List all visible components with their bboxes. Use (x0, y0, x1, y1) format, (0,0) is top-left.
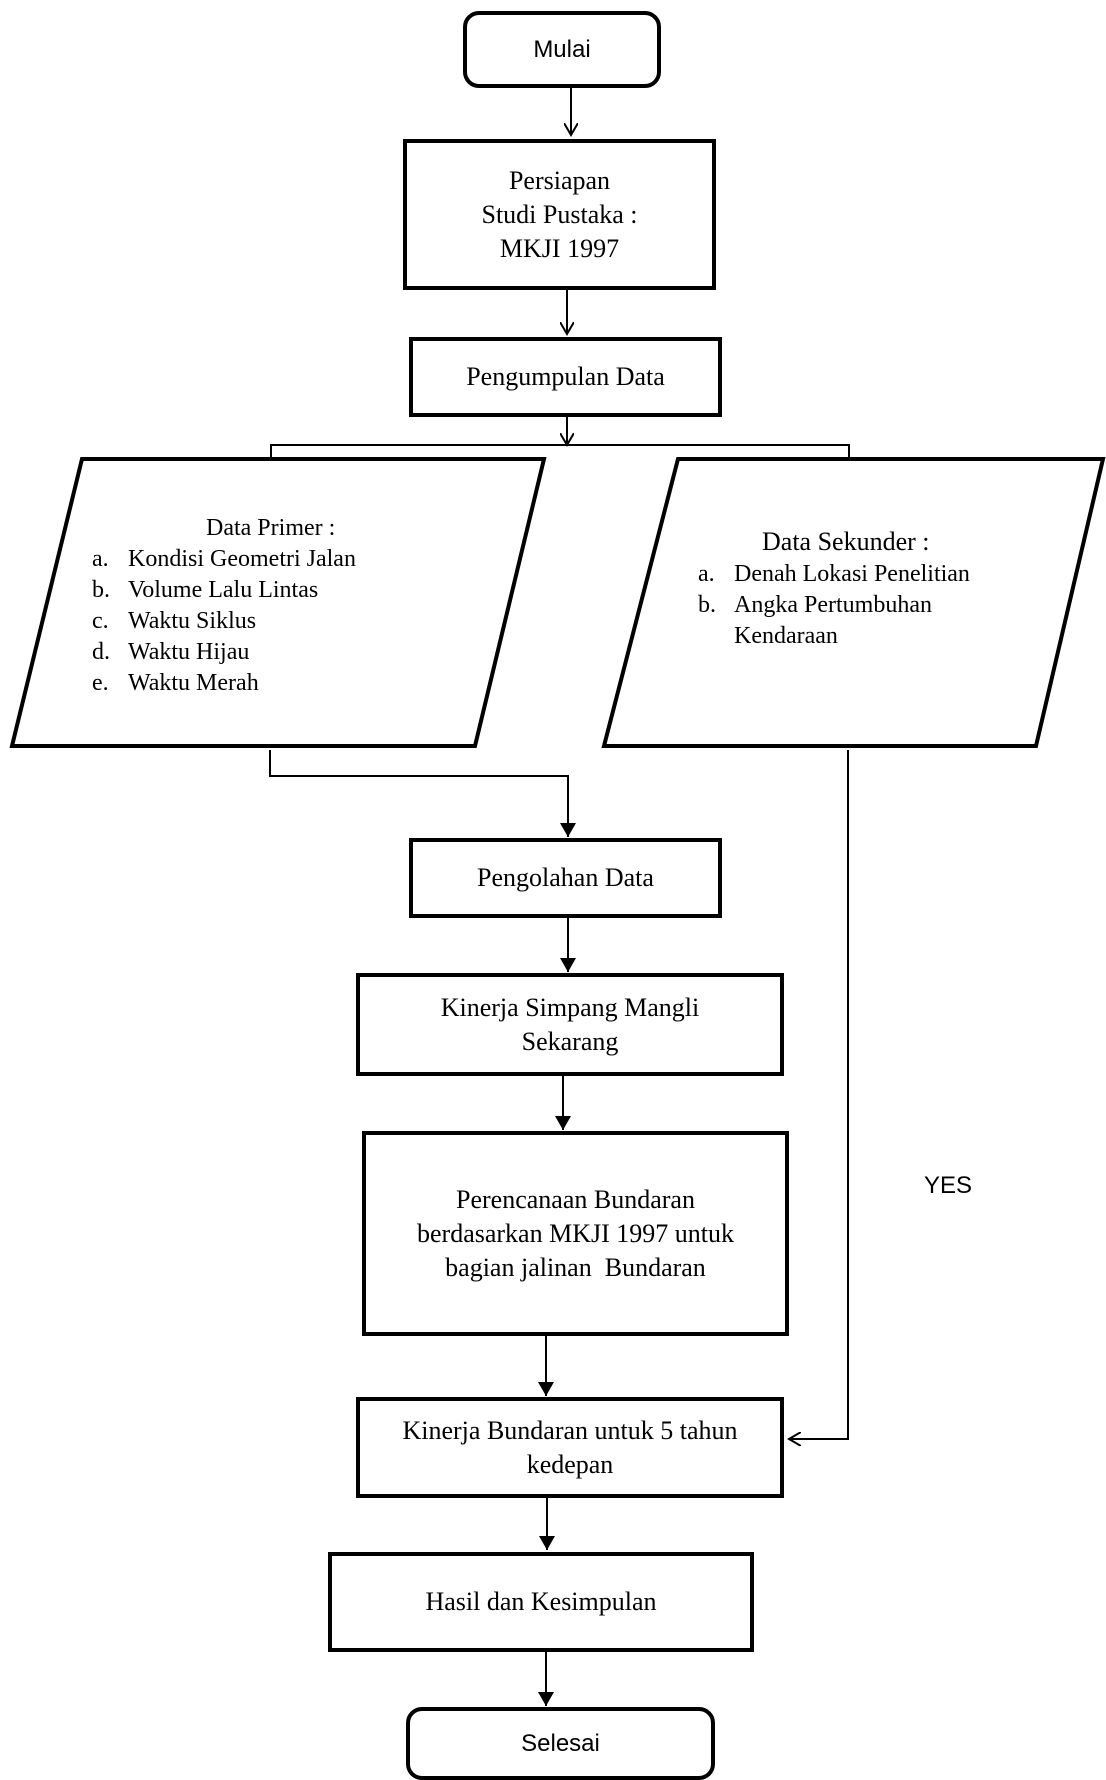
results-label: Hasil dan Kesimpulan (425, 1587, 657, 1616)
list-text: Denah Lokasi Penelitian (734, 561, 970, 587)
start-terminal: Mulai (463, 11, 661, 88)
list-marker: c. (92, 608, 109, 634)
data-processing-box: Pengolahan Data (409, 838, 722, 918)
list-marker: d. (92, 639, 110, 665)
current-performance-line-2: Sekarang (521, 1026, 619, 1056)
list-marker: b. (92, 577, 110, 603)
list-marker (698, 621, 734, 652)
list-item: b. Volume Lalu Lintas (92, 575, 472, 606)
secondary-data-title: Data Sekunder : (762, 527, 930, 556)
future-performance-line-2: kedepan (526, 1449, 614, 1479)
list-text: Kondisi Geometri Jalan (128, 546, 356, 572)
list-item: d. Waktu Hijau (92, 637, 472, 668)
preparation-line-3: MKJI 1997 (499, 233, 620, 263)
preparation-line-2: Studi Pustaka : (481, 199, 638, 229)
roundabout-planning-box: Perencanaan Bundaran berdasarkan MKJI 19… (362, 1131, 789, 1336)
list-marker: a. (698, 561, 715, 587)
secondary-data-shape (601, 457, 1106, 748)
secondary-data-list: a. Denah Lokasi Penelitian b. Angka Pertum… (698, 559, 1038, 652)
list-item: c. Waktu Siklus (92, 606, 472, 637)
preparation-box: Persiapan Studi Pustaka : MKJI 1997 (403, 139, 716, 290)
connector-secondary-to-future (789, 750, 849, 1439)
results-box: Hasil dan Kesimpulan (328, 1552, 754, 1652)
data-processing-label: Pengolahan Data (477, 863, 654, 892)
data-collection-box: Pengumpulan Data (409, 337, 722, 417)
roundabout-planning-line-1: Perencanaan Bundaran (456, 1184, 695, 1214)
list-text: Kendaraan (734, 623, 838, 649)
current-performance-line-1: Kinerja Simpang Mangli (440, 992, 700, 1022)
list-marker: b. (698, 592, 716, 618)
primary-data-content: Data Primer : a. Kondisi Geometri Jalan b… (92, 513, 472, 699)
future-performance-box: Kinerja Bundaran untuk 5 tahun kedepan (356, 1397, 784, 1498)
roundabout-planning-line-3: bagian jalinan Bundaran (445, 1252, 706, 1282)
list-item: e. Waktu Merah (92, 668, 472, 699)
list-text: Volume Lalu Lintas (128, 577, 319, 603)
connector-primary-to-processing (269, 750, 576, 837)
primary-data-list: a. Kondisi Geometri Jalan b. Volume Lalu L… (92, 544, 472, 699)
future-performance-line-1: Kinerja Bundaran untuk 5 tahun (402, 1415, 738, 1445)
list-text: Waktu Hijau (128, 639, 250, 665)
list-marker: a. (92, 546, 109, 572)
list-text: Angka Pertumbuhan (734, 592, 932, 618)
data-collection-label: Pengumpulan Data (466, 362, 665, 391)
primary-data-shape (9, 457, 547, 748)
primary-data-title: Data Primer : (206, 515, 336, 541)
list-text: Waktu Merah (128, 670, 259, 696)
list-marker: e. (92, 670, 109, 696)
current-performance-box: Kinerja Simpang Mangli Sekarang (356, 973, 784, 1076)
split-branch-line (270, 444, 850, 457)
end-label: Selesai (521, 1729, 600, 1757)
list-text: Waktu Siklus (128, 608, 257, 634)
list-item: a. Kondisi Geometri Jalan (92, 544, 472, 575)
roundabout-planning-line-2: berdasarkan MKJI 1997 untuk (417, 1218, 734, 1248)
secondary-data-content: Data Sekunder : a. Denah Lokasi Penelitia… (698, 525, 1038, 652)
list-item: b. Angka Pertumbuhan (698, 590, 1038, 621)
start-label: Mulai (533, 35, 591, 63)
list-item: Kendaraan (698, 621, 1038, 652)
end-terminal: Selesai (406, 1707, 715, 1780)
yes-label: YES (924, 1172, 973, 1199)
preparation-line-1: Persiapan (508, 165, 611, 195)
list-item: a. Denah Lokasi Penelitian (698, 559, 1038, 590)
